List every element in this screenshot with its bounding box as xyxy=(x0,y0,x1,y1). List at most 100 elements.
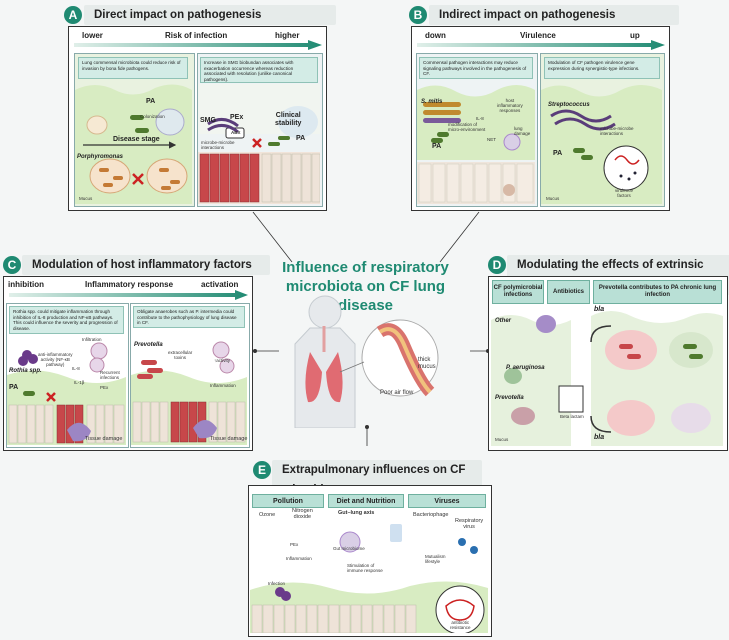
panel-b-streptococcus: Streptococcus xyxy=(548,102,590,108)
panel-e-stimulation: Stimulation of immune response xyxy=(347,563,383,573)
panel-a-colonization: Colonization xyxy=(140,114,165,119)
panel-b-note-left: Commensal pathogen interactions may redu… xyxy=(419,57,533,79)
panel-a-microbe: microbe-microbe interactions xyxy=(201,140,235,150)
panel-b-virulence: virulence factors xyxy=(615,188,633,198)
panel-e-antibiotic: antibiotic resistance xyxy=(450,620,471,630)
panel-c-note-left: Rothia spp. could mitigate inflammation … xyxy=(9,306,124,334)
panel-d-mucus: Mucus xyxy=(495,437,509,442)
panel-b-lung: lung damage xyxy=(514,126,530,136)
panel-e-antibiotic-text: antibiotic resistance xyxy=(450,620,471,630)
panel-a-scale-left: lower xyxy=(82,31,103,40)
panel-d-badge: D xyxy=(488,256,506,274)
panel-e-header-1: Pollution xyxy=(252,494,324,508)
panel-c-il8: IL-8 xyxy=(72,366,80,371)
panel-b-lung-text: lung damage xyxy=(514,126,531,136)
panel-e-pex: PEx xyxy=(290,542,299,547)
panel-e-ozone: Ozone xyxy=(259,512,276,518)
panel-d-bla-bottom: bla xyxy=(594,434,605,441)
center-poor-air: Poor air flow xyxy=(380,390,414,396)
panel-c-recurrent-text: Recurrent infections xyxy=(100,370,120,380)
panel-a-porphyromonas: Porphyromonas xyxy=(77,154,124,160)
panel-c-title: Modulation of host inflammatory factors xyxy=(22,255,270,275)
body-lung-illustration xyxy=(294,295,439,428)
panel-b-s-mitis: S. mitis xyxy=(421,99,443,105)
panel-c-prevotella: Prevotella xyxy=(134,342,163,348)
panel-c-il1b: IL-1β xyxy=(74,380,85,385)
panel-a-mucus: Mucus xyxy=(79,196,93,201)
panel-c-toxins: extracellular toxins xyxy=(168,350,192,360)
panel-b-net: NET xyxy=(487,137,496,142)
panel-b-scale-right: up xyxy=(630,31,640,40)
panel-e-no2-text: Nitrogen dioxide xyxy=(292,508,313,520)
panel-c-pex: PEx xyxy=(100,385,109,390)
panel-c-scale-arrow xyxy=(9,290,248,300)
panel-b-title: Indirect impact on pathogenesis xyxy=(429,5,679,25)
panel-c-right-illustration xyxy=(131,341,247,445)
panel-c-recurrent: Recurrent infections xyxy=(100,370,120,380)
panel-c-tissue-right: Tissue damage xyxy=(210,436,248,442)
panel-c-rothia: Rothia spp. xyxy=(9,368,42,374)
panel-e-stimulation-text: Stimulation of immune response xyxy=(347,563,383,573)
panel-a-scale-center: Risk of infection xyxy=(165,31,228,40)
panel-a-pex: PEx xyxy=(230,114,244,121)
panel-a-smg: SMG xyxy=(200,117,216,124)
panel-b-right-illustration xyxy=(541,85,662,204)
panel-e-resp-virus-text: Respiratory virus xyxy=(455,518,484,530)
panel-c-note-right: Obligate anaerobes such as P. intermedia… xyxy=(133,306,245,328)
panel-d-beta: Beta lactam xyxy=(560,414,584,419)
panel-b-host-text: host inflammatory responses xyxy=(497,98,523,113)
panel-b-host: host inflammatory responses xyxy=(497,98,523,113)
panel-e-mutualism: Mutualism lifestyle xyxy=(425,554,446,564)
panel-c-scale-center: Inflammatory response xyxy=(85,280,174,289)
panel-e-no2: Nitrogen dioxide xyxy=(292,508,313,520)
panel-a-badge: A xyxy=(64,6,82,24)
panel-b-pa-right: PA xyxy=(553,150,563,157)
panel-a-clinical-text: Clinical stability xyxy=(275,112,302,127)
panel-c-activity: ↑activity xyxy=(214,358,231,363)
panel-b-scale-arrow xyxy=(417,40,665,50)
panel-c-scale-left: inhibition xyxy=(8,280,44,289)
panel-c-pa: PA xyxy=(9,384,19,391)
panel-a-left-illustration xyxy=(75,84,192,204)
panel-e-gut-lung: Gut–lung axis xyxy=(338,510,375,516)
panel-c-left-illustration xyxy=(7,342,126,445)
panel-d-header-3: Prevotella contributes to PA chronic lun… xyxy=(593,280,722,304)
panel-b-modification-text: modification of micro-environment xyxy=(448,122,486,132)
panel-a-pa-left: PA xyxy=(146,98,156,105)
panel-c-infiltration: Infiltration xyxy=(82,337,102,342)
panel-a-right-illustration xyxy=(198,84,320,204)
center-thick-mucus: thick mucus xyxy=(418,357,436,371)
panel-c-inflammation: Inflammation xyxy=(210,383,236,388)
panel-c-badge: C xyxy=(3,256,21,274)
panel-c-scale-right: activation xyxy=(201,280,239,289)
panel-b-virulence-text: virulence factors xyxy=(615,188,634,198)
center-title: Influence of respiratory microbiota on C… xyxy=(282,259,449,314)
panel-d-pa: P. aeruginosa xyxy=(506,365,545,371)
panel-b-scale-center: Virulence xyxy=(520,31,556,40)
panel-e-bacteriophage: Bacteriophage xyxy=(413,512,449,518)
panel-e-badge: E xyxy=(253,461,271,479)
panel-c-anti-text: anti-inflammatory activity (NF-κB pathwa… xyxy=(38,352,73,367)
panel-a-scale-arrow xyxy=(74,40,322,50)
panel-b-left-illustration xyxy=(417,85,535,204)
panel-e-inflammation: Inflammation xyxy=(286,556,312,561)
panel-a-scale-right: higher xyxy=(275,31,300,40)
panel-e-illustration xyxy=(250,524,488,633)
panel-a-disease-stage: Disease stage xyxy=(113,136,160,143)
panel-a-microbe-text: microbe-microbe interactions xyxy=(201,140,235,150)
panel-b-modification: modification of micro-environment xyxy=(448,122,485,132)
panel-a-clinical: Clinical stability xyxy=(275,112,301,128)
panel-d-header-1: CF polymicrobial infections xyxy=(492,280,544,304)
panel-e-mutualism-text: Mutualism lifestyle xyxy=(425,554,446,564)
panel-a-abx: ABX xyxy=(231,130,241,135)
panel-c-toxins-text: extracellular toxins xyxy=(168,350,193,360)
panel-a-note-right: Increase in SMG biobundan associates wit… xyxy=(200,57,318,83)
panel-b-microbe: microbe-microbe interactions xyxy=(600,126,634,136)
panel-d-other: Other xyxy=(495,318,512,324)
panel-e-infection: Infection xyxy=(268,581,286,586)
panel-b-microbe-text: microbe-microbe interactions xyxy=(600,126,634,136)
panel-e-gut-micro: Gut microbiome xyxy=(333,546,365,551)
panel-b-il8: IL-8 xyxy=(476,116,484,121)
panel-b-scale-left: down xyxy=(425,31,446,40)
